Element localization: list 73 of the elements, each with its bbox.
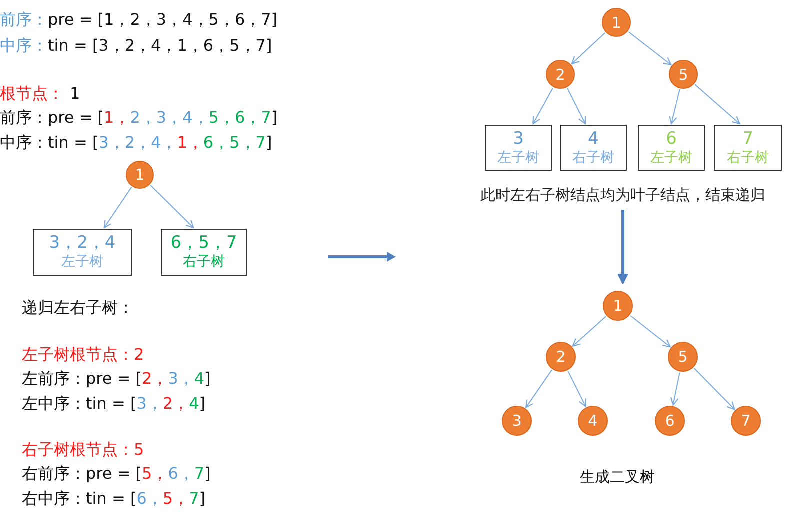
tree-node-circle: 7 bbox=[731, 406, 761, 436]
arrow bbox=[694, 84, 740, 125]
arrow bbox=[670, 372, 680, 406]
text-label: 7 bbox=[189, 489, 200, 508]
subtree-box: 3 左子树 bbox=[485, 125, 552, 171]
tree-node-circle: 1 bbox=[602, 8, 631, 37]
tree-node-circle: 2 bbox=[546, 342, 576, 372]
text-label: 右中序：tin = [ bbox=[22, 489, 137, 508]
text-label: ] bbox=[266, 133, 272, 152]
text-label: tin = [3，2，4，1，6，5，7] bbox=[48, 36, 272, 55]
text-label: ] bbox=[204, 464, 211, 483]
arrow bbox=[532, 88, 554, 125]
arrow bbox=[104, 186, 132, 229]
arrow bbox=[572, 316, 607, 347]
arrow bbox=[618, 210, 628, 284]
text-label: 1 bbox=[70, 84, 80, 103]
text-label: 右子树根节点：5 bbox=[22, 440, 144, 459]
text-label: 6， bbox=[136, 489, 163, 508]
text-label: 6， bbox=[168, 464, 194, 483]
text-label: 2， bbox=[162, 394, 190, 413]
text-label: 5， bbox=[162, 489, 190, 508]
tree-node-circle: 5 bbox=[669, 60, 698, 89]
text-label: ] bbox=[199, 489, 206, 508]
subtree-box: 6 左子树 bbox=[638, 125, 705, 171]
text-label: 2，3，4， bbox=[130, 108, 209, 127]
text-label: 生成二叉树 bbox=[580, 468, 655, 486]
arrow bbox=[526, 370, 552, 408]
text-label: 根节点： bbox=[0, 84, 64, 103]
text-label: 5， bbox=[142, 464, 168, 483]
text-label: 中序： bbox=[0, 36, 48, 55]
text-label: 左子树根节点：2 bbox=[22, 345, 144, 364]
arrow bbox=[628, 32, 672, 66]
tree-node-circle: 1 bbox=[603, 291, 633, 321]
tree-node-circle: 2 bbox=[546, 60, 575, 89]
text-label: ] bbox=[204, 369, 211, 388]
text-label: 1， bbox=[104, 108, 130, 127]
text-label: 递归左右子树： bbox=[22, 298, 134, 317]
text-label: 2， bbox=[142, 369, 168, 388]
text-label: ] bbox=[271, 108, 278, 127]
text-label: 7 bbox=[194, 464, 205, 483]
text-label: pre = [1，2，3，4，5，6，7] bbox=[48, 10, 278, 29]
arrow bbox=[571, 32, 606, 64]
arrow bbox=[150, 185, 194, 229]
caption-text: 此时左右子树结点均为叶子结点，结束递归 bbox=[446, 182, 800, 208]
tree-node-circle: 6 bbox=[655, 406, 685, 436]
arrow bbox=[694, 368, 736, 410]
text-label: 前序：pre = [ bbox=[0, 108, 104, 127]
text-label: 前序： bbox=[0, 10, 48, 29]
text-label: 左中序：tin = [ bbox=[22, 394, 137, 413]
subtree-box: 3，2，4 左子树 bbox=[33, 229, 132, 276]
tree-node-circle: 1 bbox=[126, 161, 154, 189]
text-label: 3，2，4， bbox=[98, 133, 178, 152]
text-label: 1， bbox=[177, 133, 204, 152]
text-label: 中序：tin = [ bbox=[0, 133, 99, 152]
text-label: 4 bbox=[189, 394, 200, 413]
text-label: 3， bbox=[136, 394, 163, 413]
tree-node-circle: 5 bbox=[668, 342, 698, 372]
arrow bbox=[568, 370, 586, 408]
arrow bbox=[669, 89, 680, 125]
tree-node-circle: 3 bbox=[502, 406, 532, 436]
subtree-box: 6，5，7 右子树 bbox=[161, 229, 247, 276]
text-label: ] bbox=[199, 394, 206, 413]
tree-node-circle: 4 bbox=[578, 406, 608, 436]
text-label: 3， bbox=[168, 369, 194, 388]
text-label: 右前序：pre = [ bbox=[22, 464, 142, 483]
arrow bbox=[566, 88, 586, 125]
text-label: 左前序：pre = [ bbox=[22, 369, 142, 388]
subtree-box: 4 右子树 bbox=[560, 125, 627, 171]
text-label: 5，6，7 bbox=[208, 108, 272, 127]
subtree-box: 7 右子树 bbox=[714, 125, 782, 171]
text-label: 6，5，7 bbox=[203, 133, 266, 152]
text-label: 4 bbox=[194, 369, 205, 388]
arrow bbox=[630, 315, 671, 348]
